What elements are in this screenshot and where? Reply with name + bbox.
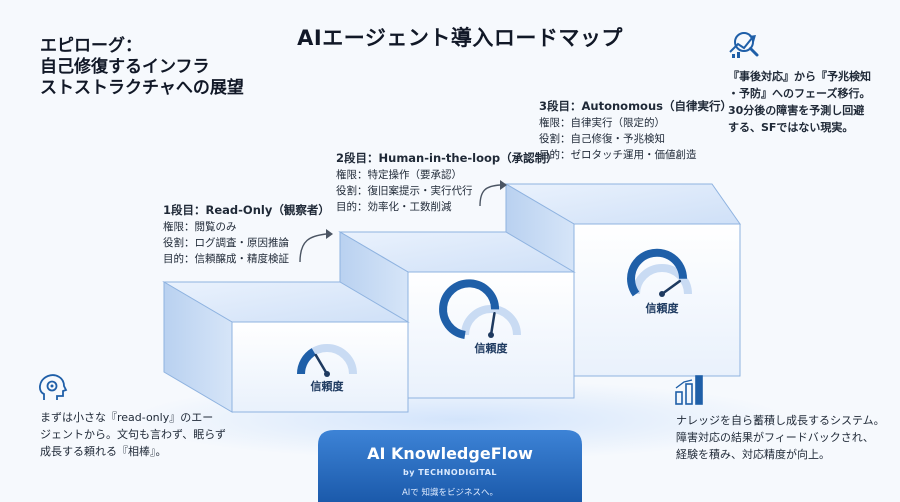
note-line: 障害対応の結果がフィードバックされ、 <box>676 431 874 444</box>
step-3-heading: 3段目：Autonomous（自律実行） <box>539 99 732 113</box>
epilogue-line: 自己修復するインフラ <box>40 57 210 77</box>
brand-tagline: AIで 知識をビジネスへ。 <box>401 488 499 498</box>
gauge-hub <box>324 371 330 377</box>
gauge-fill <box>297 348 317 375</box>
step-3-description: 3段目：Autonomous（自律実行） 権限：自律実行（限定的） 役割：自己修… <box>539 98 732 163</box>
step-2-heading: 2段目：Human-in-the-loop（承認制） <box>336 151 558 165</box>
step-1-heading: 1段目：Read-Only（観察者） <box>163 203 330 217</box>
step-1-line: 権限：閲覧のみ <box>163 221 237 233</box>
gauge-fill <box>627 248 688 297</box>
note-line: する、SFではない現実。 <box>728 121 854 134</box>
note-line: 成長する頼れる『相棒』。 <box>40 445 167 458</box>
arrow-head-icon <box>326 229 333 239</box>
note-line: まずは小さな『read-only』のエー <box>40 411 214 424</box>
trust-gauge-2 <box>439 279 521 339</box>
growth-note: ナレッジを自ら蓄積し成長するシステム。 障害対応の結果がフィードバックされ、 経… <box>676 412 885 463</box>
step-arrow-1 <box>299 233 327 263</box>
gauge-fill <box>439 279 500 339</box>
gauge-label-2: 信頼度 <box>474 342 508 355</box>
step-2-line: 目的：効率化・工数削減 <box>336 201 452 213</box>
note-line: ・予防』へのフェーズ移行。 <box>728 87 871 100</box>
note-line: 経験を積み、対応精度が向上。 <box>676 448 830 461</box>
gauge-label-3: 信頼度 <box>645 302 679 315</box>
note-line: ジェントから。文句も言わず、眠らず <box>40 428 227 441</box>
gauge-hub <box>488 332 494 338</box>
search-chart-icon <box>729 32 759 58</box>
gauge-label-1: 信頼度 <box>310 380 344 393</box>
gauge-hub <box>659 291 665 297</box>
epilogue-heading: エピローグ： 自己修復するインフラ ストストラクチャへの展望 <box>40 36 244 99</box>
step-2-line: 役割：復旧案提示・実行代行 <box>336 185 473 197</box>
trust-gauge-3 <box>627 248 692 297</box>
step-2-description: 2段目：Human-in-the-loop（承認制） 権限：特定操作（要承認） … <box>336 150 558 215</box>
note-line: ナレッジを自ら蓄積し成長するシステム。 <box>676 414 885 427</box>
step-1-line: 役割：ログ調査・原因推論 <box>163 237 289 249</box>
brand-name: AI KnowledgeFlow <box>367 444 533 463</box>
epilogue-line: エピローグ： <box>40 36 142 56</box>
gauge-needle <box>660 279 682 296</box>
step-3-line: 権限：自律実行（限定的） <box>539 117 665 129</box>
step-1-line: 目的：信頼醸成・精度検証 <box>163 253 289 265</box>
step-2-line: 権限：特定操作（要承認） <box>336 169 462 181</box>
note-line: 『事後対応』から『予兆検知 <box>728 70 871 83</box>
prediction-note: 『事後対応』から『予兆検知 ・予防』へのフェーズ移行。 30分後の障害を予測し回… <box>728 68 871 136</box>
note-line: 30分後の障害を予測し回避 <box>728 104 865 117</box>
gauge-needle <box>314 353 329 376</box>
step-3-line: 役割：自己修復・予兆検知 <box>539 133 665 145</box>
partner-note: まずは小さな『read-only』のエー ジェントから。文句も言わず、眠らず 成… <box>40 409 226 460</box>
gauge-needle <box>489 312 496 337</box>
gauge-track <box>632 264 692 295</box>
step-3-line: 目的：ゼロタッチ運用・価値創造 <box>539 149 697 161</box>
page-title: AIエージェント導入ロードマップ <box>297 26 623 50</box>
epilogue-line: ストストラクチャへの展望 <box>40 78 244 98</box>
trust-gauge-1 <box>297 344 357 377</box>
growth-bars-icon <box>675 375 703 405</box>
gauge-track <box>461 305 521 336</box>
step-1-block <box>162 281 410 413</box>
brand-banner <box>318 430 582 502</box>
arrow-head-icon <box>500 180 507 190</box>
head-gear-icon <box>39 374 68 400</box>
step-1-description: 1段目：Read-Only（観察者） 権限：閲覧のみ 役割：ログ調査・原因推論 … <box>163 202 330 267</box>
brand-block: AI KnowledgeFlow by TECHNODIGITAL AIで 知識… <box>318 430 582 502</box>
brand-byline: by TECHNODIGITAL <box>403 468 497 477</box>
step-arrow-2 <box>479 184 501 207</box>
